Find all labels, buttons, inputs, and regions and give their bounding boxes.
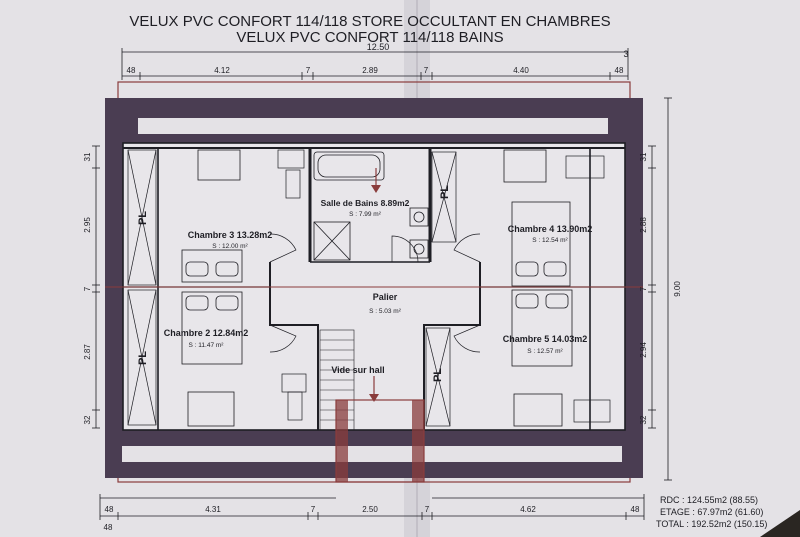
room-chambre-5-area: S : 12.57 m² [527, 348, 563, 355]
dim-right-2: 7 [639, 286, 648, 291]
dim-bottom-4: 7 [425, 505, 430, 514]
upper-strip [138, 118, 608, 134]
desks [277, 149, 611, 423]
room-chambre-3-name: Chambre 3 13.28m2 [188, 230, 273, 240]
dim-top-0: 48 [127, 66, 136, 75]
vide-left-post [336, 400, 348, 482]
dim-left-0: 31 [83, 152, 92, 161]
dim-right-1: 2.88 [639, 217, 648, 233]
dim-bottom-5: 4.62 [520, 505, 536, 514]
closet-right-top [431, 151, 457, 243]
lower-strip [122, 446, 622, 462]
dim-bottom-3: 2.50 [362, 505, 378, 514]
dim-top-1: 4.12 [214, 66, 230, 75]
closet-left-bottom [127, 289, 157, 426]
dim-top-3: 2.89 [362, 66, 378, 75]
dim-top-4: 7 [424, 66, 429, 75]
room-chambre-4-name: Chambre 4 13.90m2 [508, 224, 593, 234]
doors [269, 233, 481, 353]
room-chambre-4-area: S : 12.54 m² [532, 237, 568, 244]
top-dimensions [121, 48, 629, 80]
total-etage: ETAGE : 67.97m2 (61.60) [660, 507, 763, 517]
dim-top-6: 48 [615, 66, 624, 75]
vide-arrow-head [369, 394, 379, 402]
room-chambre-2-area: S : 11.47 m² [189, 342, 225, 349]
total-total: TOTAL : 192.52m2 (150.15) [656, 519, 767, 529]
room-sdb-area: S : 7.99 m² [349, 211, 382, 218]
dim-left-1: 2.95 [83, 217, 92, 233]
dim-bottom-under: 48 [104, 523, 113, 532]
bed-chambre-2 [181, 291, 243, 427]
sdb-arrow-head [371, 185, 381, 193]
closet-left-top [127, 149, 157, 286]
title-line-1: VELUX PVC CONFORT 114/118 STORE OCCULTAN… [129, 13, 610, 30]
dim-right-4: 32 [639, 415, 648, 424]
right-dimensions [648, 97, 672, 481]
total-rdc: RDC : 124.55m2 (88.55) [660, 495, 758, 505]
dim-right-0: 31 [639, 152, 648, 161]
vide-sur-hall-label: Vide sur hall [331, 365, 384, 375]
left-dimensions [92, 145, 100, 429]
closet-label-4: PL [432, 368, 444, 382]
dim-top-right-mark: 3 [623, 49, 628, 59]
room-chambre-5-name: Chambre 5 14.03m2 [503, 334, 588, 344]
dim-left-3: 2.87 [83, 344, 92, 360]
dim-top-total: 12.50 [367, 42, 390, 52]
dim-right-3: 2.94 [639, 342, 648, 358]
bed-chambre-4 [503, 149, 571, 287]
bathtub [313, 151, 385, 181]
sinks [409, 207, 429, 259]
closet-right-bottom [425, 327, 451, 427]
room-palier-area: S : 5.03 m² [369, 308, 402, 315]
closet-label-3: PL [439, 185, 451, 199]
dim-bottom-0: 48 [105, 505, 114, 514]
room-sdb-name: Salle de Bains 8.89m2 [321, 198, 410, 208]
bottom-dimensions [99, 494, 645, 520]
shower [313, 221, 351, 261]
dim-right-total: 9.00 [673, 281, 682, 297]
room-chambre-3-area: S : 12.00 m² [212, 243, 248, 250]
dim-bottom-1: 4.31 [205, 505, 221, 514]
dim-top-2: 7 [306, 66, 311, 75]
dim-left-4: 32 [83, 415, 92, 424]
room-chambre-2-name: Chambre 2 12.84m2 [164, 328, 249, 338]
dim-bottom-2: 7 [311, 505, 316, 514]
room-palier-name: Palier [373, 292, 398, 302]
dim-bottom-6: 48 [631, 505, 640, 514]
vide-right-post [412, 400, 424, 482]
dim-top-5: 4.40 [513, 66, 529, 75]
closet-label-1: PL [137, 211, 149, 225]
closet-label-2: PL [137, 351, 149, 365]
dim-left-2: 7 [83, 286, 92, 291]
title-line-2: VELUX PVC CONFORT 114/118 BAINS [236, 29, 503, 46]
bed-chambre-3 [181, 149, 243, 283]
bed-chambre-5 [511, 289, 573, 427]
